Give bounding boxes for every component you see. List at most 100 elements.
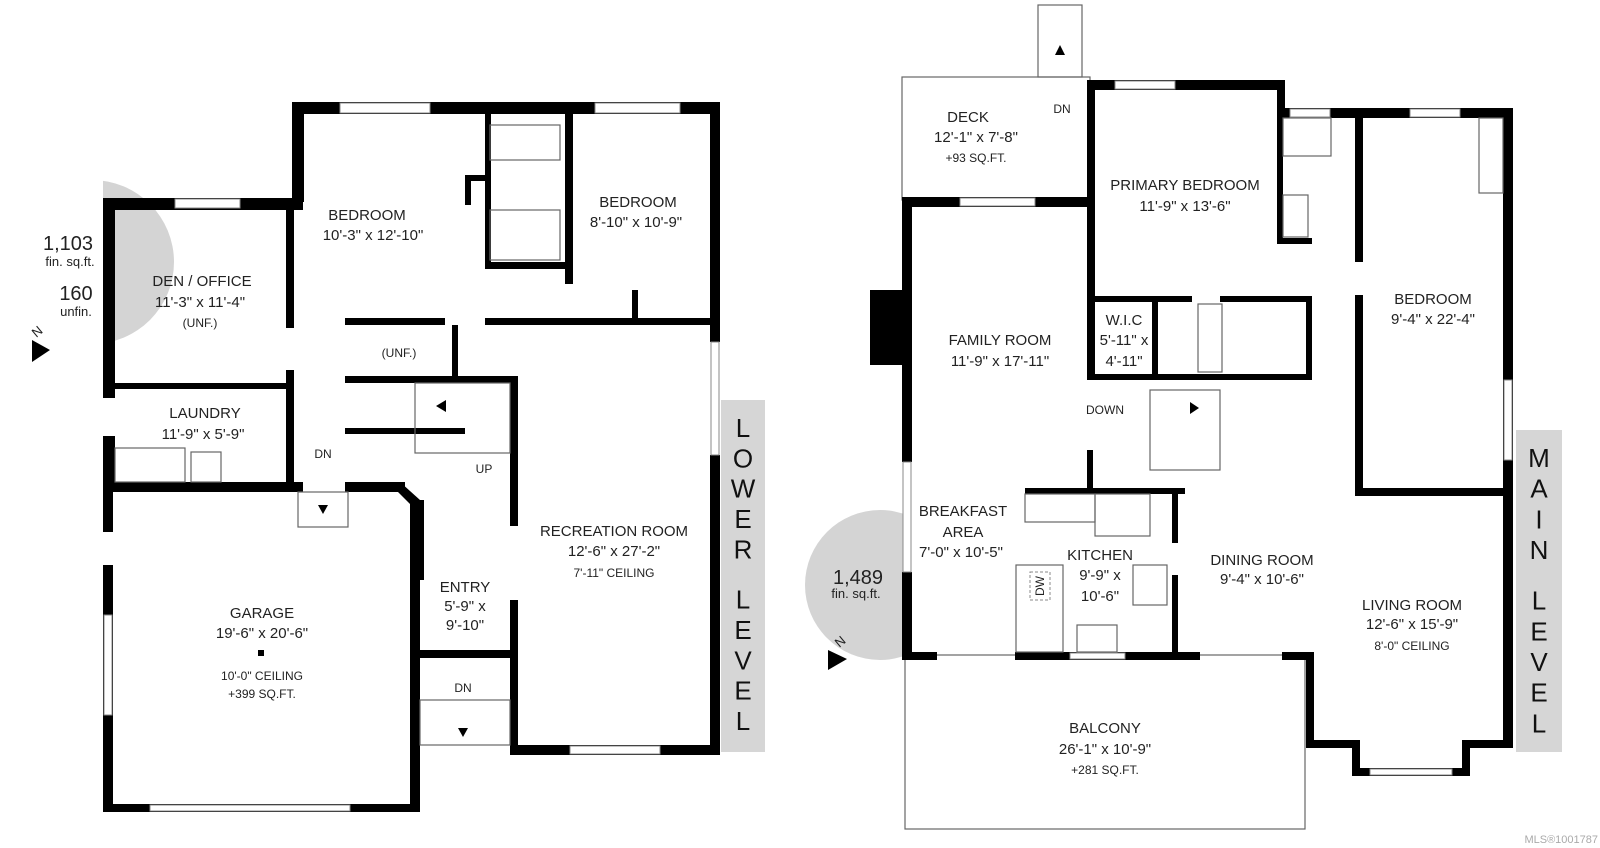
- bathtub: [1282, 117, 1332, 157]
- window: [103, 614, 113, 716]
- laundry-counter: [114, 447, 186, 483]
- svg-text:DINING ROOM: DINING ROOM: [1210, 552, 1313, 569]
- svg-text:AREA: AREA: [943, 524, 984, 541]
- stairs-down-label: DOWN: [1086, 403, 1124, 417]
- level-letter: R: [734, 534, 753, 564]
- svg-text:11'-9" x 13'-6": 11'-9" x 13'-6": [1139, 198, 1230, 215]
- garage-stairs: [297, 491, 349, 528]
- stairs-down-label: DN: [314, 447, 331, 461]
- sink: [1076, 624, 1118, 653]
- window: [174, 198, 241, 209]
- svg-text:+281 SQ.FT.: +281 SQ.FT.: [1071, 763, 1139, 777]
- svg-text:9'-4" x 22'-4": 9'-4" x 22'-4": [1391, 311, 1475, 328]
- svg-text:PRIMARY BEDROOM: PRIMARY BEDROOM: [1110, 177, 1259, 194]
- svg-text:KITCHEN: KITCHEN: [1067, 547, 1133, 564]
- window: [1503, 379, 1513, 461]
- main-level: 1,489 fin. sq.ft. N: [805, 4, 1562, 830]
- deck-stairs: [1037, 4, 1083, 78]
- arrow-down-icon: [318, 505, 328, 514]
- window: [1069, 652, 1126, 660]
- svg-text:7'-11" CEILING: 7'-11" CEILING: [573, 566, 654, 580]
- svg-text:26'-1" x 10'-9": 26'-1" x 10'-9": [1059, 741, 1151, 758]
- level-letter: L: [1532, 586, 1546, 616]
- window: [339, 102, 431, 114]
- counter: [1024, 493, 1096, 523]
- svg-text:DEN / OFFICE: DEN / OFFICE: [152, 273, 251, 290]
- level-letter: E: [1530, 616, 1547, 646]
- bathtub: [489, 124, 561, 161]
- svg-text:9'-9" x: 9'-9" x: [1079, 567, 1121, 584]
- svg-text:7'-0" x 10'-5": 7'-0" x 10'-5": [919, 544, 1003, 561]
- dishwasher-label: DW: [1033, 575, 1047, 596]
- svg-text:LIVING ROOM: LIVING ROOM: [1362, 597, 1462, 614]
- lower-level: 1,103 fin. sq.ft. 160 unfin. N: [0, 102, 765, 812]
- unfinished-label: unfin.: [60, 304, 92, 319]
- level-letter: L: [736, 413, 750, 443]
- room-laundry: LAUNDRY 11'-9" x 5'-9": [162, 405, 245, 443]
- svg-text:BEDROOM: BEDROOM: [599, 194, 677, 211]
- window: [1409, 108, 1461, 118]
- room-wic: W.I.C 5'-11" x 4'-11": [1100, 312, 1149, 370]
- level-letter: A: [1530, 474, 1548, 504]
- arrow-left-icon: [436, 400, 446, 412]
- room-bedroom: BEDROOM 9'-4" x 22'-4": [1391, 291, 1475, 328]
- finished-label: fin. sq.ft.: [831, 586, 880, 601]
- north-arrow-icon: [32, 340, 50, 362]
- window: [1289, 108, 1331, 118]
- level-letter: I: [1535, 504, 1542, 534]
- svg-text:LAUNDRY: LAUNDRY: [169, 405, 240, 422]
- window: [594, 102, 681, 114]
- sliding-door: [959, 197, 1036, 207]
- toilet: [489, 209, 561, 261]
- svg-text:4'-11": 4'-11": [1105, 353, 1142, 370]
- north-arrow-icon: [828, 650, 847, 670]
- stairs-up-label: UP: [476, 462, 493, 476]
- svg-text:9'-4" x 10'-6": 9'-4" x 10'-6": [1220, 571, 1304, 588]
- room-unfinished: (UNF.): [382, 346, 417, 360]
- svg-text:BEDROOM: BEDROOM: [1394, 291, 1472, 308]
- svg-text:W.I.C: W.I.C: [1106, 312, 1143, 329]
- room-garage: GARAGE 19'-6" x 20'-6" 10'-0" CEILING +3…: [216, 605, 308, 701]
- svg-text:10'-3" x 12'-10": 10'-3" x 12'-10": [323, 227, 424, 244]
- fridge: [1094, 493, 1151, 537]
- svg-text:BEDROOM: BEDROOM: [328, 207, 406, 224]
- svg-text:RECREATION ROOM: RECREATION ROOM: [540, 523, 688, 540]
- bay-window: [1369, 768, 1453, 776]
- level-letter: E: [1530, 678, 1547, 708]
- room-breakfast: BREAKFAST AREA 7'-0" x 10'-5": [919, 503, 1007, 561]
- level-letter: N: [1530, 535, 1549, 565]
- main-stairs: [1149, 389, 1221, 471]
- svg-text:12'-6" x 15'-9": 12'-6" x 15'-9": [1366, 616, 1458, 633]
- svg-text:+93 SQ.FT.: +93 SQ.FT.: [945, 151, 1006, 165]
- room-bedroom-1: BEDROOM 10'-3" x 12'-10": [323, 207, 424, 244]
- unfinished-sqft: 160: [59, 283, 92, 305]
- svg-text:FAMILY ROOM: FAMILY ROOM: [949, 332, 1052, 349]
- svg-text:+399 SQ.FT.: +399 SQ.FT.: [228, 687, 296, 701]
- entry-stairs: [419, 699, 511, 746]
- svg-text:GARAGE: GARAGE: [230, 605, 294, 622]
- washer: [190, 451, 222, 483]
- svg-text:DECK: DECK: [947, 109, 989, 126]
- toilet: [1282, 194, 1309, 238]
- room-dining: DINING ROOM 9'-4" x 10'-6": [1210, 552, 1313, 588]
- finished-label: fin. sq.ft.: [45, 254, 94, 269]
- room-kitchen: KITCHEN 9'-9" x 10'-6": [1067, 547, 1133, 605]
- level-banner-lower: [721, 400, 765, 752]
- finished-sqft: 1,103: [43, 233, 93, 255]
- level-letter: E: [734, 504, 751, 534]
- svg-text:10'-6": 10'-6": [1081, 588, 1119, 605]
- arrow-right-icon: [1190, 402, 1199, 414]
- svg-text:12'-1" x 7'-8": 12'-1" x 7'-8": [934, 129, 1018, 146]
- arrow-up-icon: [1055, 45, 1065, 55]
- svg-text:19'-6" x 20'-6": 19'-6" x 20'-6": [216, 625, 308, 642]
- level-letter: W: [731, 474, 756, 504]
- window: [710, 341, 720, 456]
- room-balcony: BALCONY 26'-1" x 10'-9" +281 SQ.FT.: [1059, 720, 1151, 777]
- post: [258, 650, 264, 656]
- room-recreation: RECREATION ROOM 12'-6" x 27'-2" 7'-11" C…: [540, 523, 688, 580]
- svg-text:11'-3" x 11'-4": 11'-3" x 11'-4": [155, 294, 245, 311]
- svg-text:8'-0" CEILING: 8'-0" CEILING: [1374, 639, 1449, 653]
